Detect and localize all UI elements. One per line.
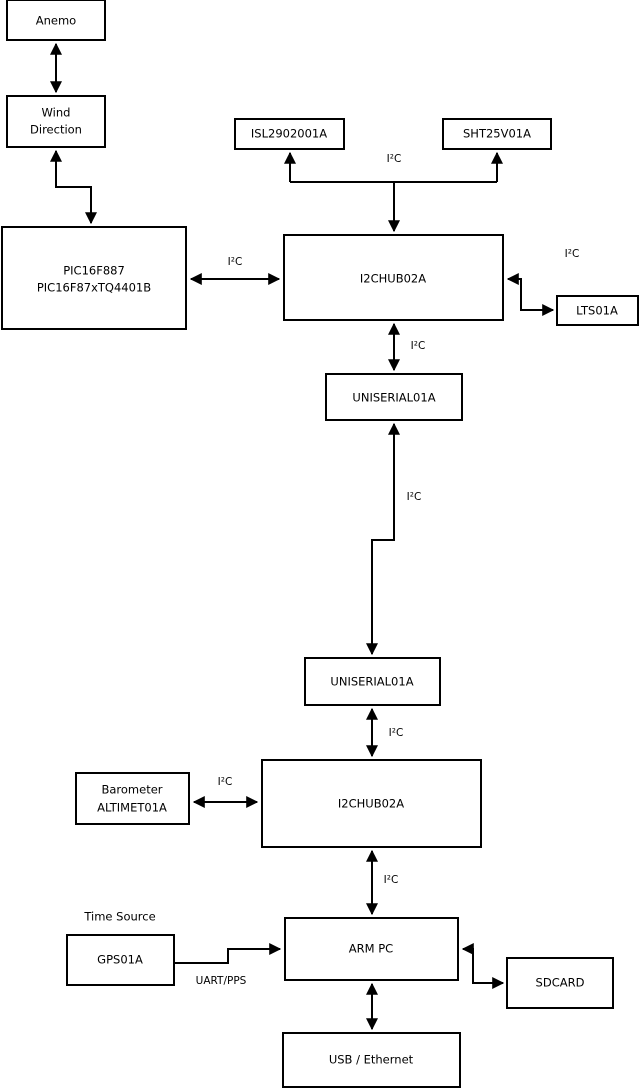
edge-label-hub-lts: I²C: [565, 248, 580, 260]
node-isl2902001a[interactable]: ISL2902001A: [234, 118, 345, 150]
node-gps01a-label: GPS01A: [97, 953, 143, 967]
node-anemo-label: Anemo: [36, 14, 76, 28]
node-wind-direction-label-line2: Direction: [30, 123, 82, 137]
edge-line-uniserial-link: [366, 422, 400, 656]
node-sht25v01a-label: SHT25V01A: [463, 127, 531, 141]
node-wind-direction-box[interactable]: [6, 95, 106, 148]
edge-uniserial-link: [366, 422, 400, 656]
edge-wind-pic: [50, 149, 97, 225]
node-pic-mcu-box[interactable]: [1, 226, 187, 330]
node-wind-direction[interactable]: Wind Direction: [6, 95, 106, 148]
node-sdcard[interactable]: SDCARD: [506, 957, 614, 1009]
node-arm-pc-box[interactable]: [284, 917, 459, 981]
node-wind-direction-label-line1: Wind: [42, 106, 71, 120]
node-arm-pc[interactable]: ARM PC: [284, 917, 459, 981]
node-isl2902001a-box[interactable]: [234, 118, 345, 150]
edge-line-gps-armpc: [174, 943, 282, 964]
node-uniserial01a-bottom-label: UNISERIAL01A: [330, 675, 413, 689]
edge-line-sdcard-to-armpc: [461, 943, 503, 984]
node-barometer[interactable]: Barometer ALTIMET01A: [75, 772, 190, 825]
node-i2chub02a-bottom-label: I2CHUB02A: [338, 797, 404, 811]
label-time-source: Time Source: [83, 910, 155, 924]
node-pic-mcu[interactable]: PIC16F887 PIC16F87xTQ4401B: [1, 226, 187, 330]
edge-gps-armpc: [174, 943, 282, 964]
node-arm-pc-label: ARM PC: [349, 942, 393, 956]
node-usb-ethernet-label: USB / Ethernet: [329, 1053, 414, 1067]
node-sht25v01a-box[interactable]: [442, 118, 552, 150]
node-lts01a-box[interactable]: [556, 295, 639, 326]
node-lts01a[interactable]: LTS01A: [556, 295, 639, 326]
node-i2chub02a-top[interactable]: I2CHUB02A: [283, 234, 504, 321]
node-uniserial01a-top-label: UNISERIAL01A: [352, 391, 435, 405]
edge-armpc-sdcard: [461, 943, 505, 989]
node-barometer-label-line2: ALTIMET01A: [97, 801, 167, 815]
node-i2chub02a-top-label: I2CHUB02A: [360, 272, 426, 286]
edge-line-hubtop-to-lts: [520, 279, 555, 316]
node-sdcard-label: SDCARD: [536, 976, 585, 990]
node-sdcard-box[interactable]: [506, 957, 614, 1009]
edge-label-uniserial-link: I²C: [407, 491, 422, 503]
node-usb-ethernet[interactable]: USB / Ethernet: [282, 1032, 461, 1088]
edge-label-pic-hub: I²C: [228, 256, 243, 268]
edge-label-baro-hub2: I²C: [218, 776, 233, 788]
node-isl2902001a-label: ISL2902001A: [251, 127, 327, 141]
edge-hubtop-sensors: [284, 151, 503, 233]
node-barometer-label-line1: Barometer: [101, 783, 162, 797]
edge-line-wind-pic: [50, 149, 97, 225]
node-usb-ethernet-box[interactable]: [282, 1032, 461, 1088]
edge-hubtop-lts: [506, 273, 555, 316]
edge-label-hub-sensors: I²C: [387, 153, 402, 165]
node-pic-mcu-label-line2: PIC16F87xTQ4401B: [37, 281, 151, 295]
node-uniserial01a-bottom[interactable]: UNISERIAL01A: [304, 657, 441, 706]
edge-line-lts-to-hubtop: [506, 273, 553, 311]
node-i2chub02a-top-box[interactable]: [283, 234, 504, 321]
node-barometer-box[interactable]: [75, 772, 190, 825]
node-uniserial01a-bottom-box[interactable]: [304, 657, 441, 706]
node-i2chub02a-bottom[interactable]: I2CHUB02A: [261, 759, 482, 848]
node-uniserial01a-top-box[interactable]: [325, 373, 463, 421]
edge-label-hub2-arm: I²C: [384, 874, 399, 886]
node-i2chub02a-bottom-box[interactable]: [261, 759, 482, 848]
node-gps01a[interactable]: GPS01A: [66, 934, 175, 986]
edge-line-armpc-to-sdcard: [472, 949, 505, 989]
edge-label-uniserial-hub2: I²C: [389, 727, 404, 739]
node-pic-mcu-label-line1: PIC16F887: [63, 264, 125, 278]
edge-label-hub-uniserial: I²C: [411, 340, 426, 352]
edge-label-gps-arm: UART/PPS: [196, 975, 247, 987]
node-anemo-box[interactable]: [6, 0, 106, 41]
node-lts01a-label: LTS01A: [576, 304, 618, 318]
node-uniserial01a-top[interactable]: UNISERIAL01A: [325, 373, 463, 421]
node-anemo[interactable]: Anemo: [6, 0, 106, 41]
node-sht25v01a[interactable]: SHT25V01A: [442, 118, 552, 150]
node-gps01a-box[interactable]: [66, 934, 175, 986]
